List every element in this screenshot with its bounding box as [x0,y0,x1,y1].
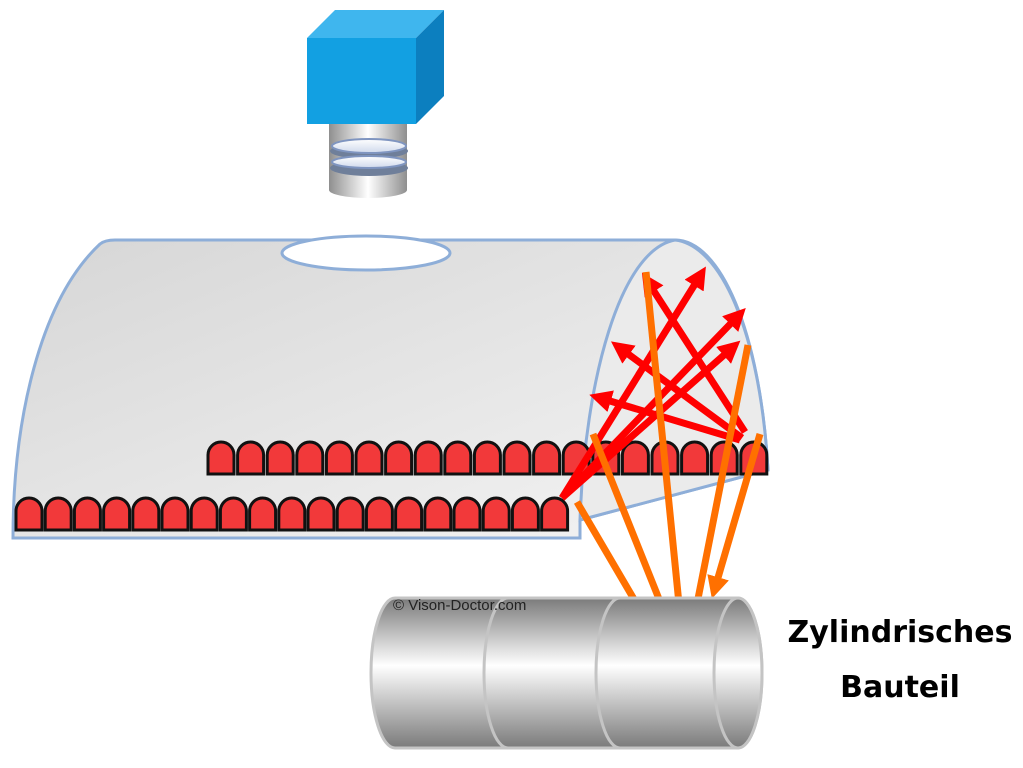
cylinder-segment-line [594,596,621,750]
led [14,496,44,532]
led [680,440,710,476]
led-rays [559,266,748,501]
led [620,440,650,476]
reflected-ray [686,344,752,625]
led [335,496,365,532]
led [413,440,443,476]
led [102,496,132,532]
led [510,496,540,532]
led [189,496,219,532]
part-label-line1: Zylindrisches [788,615,1013,650]
led [248,496,278,532]
led [265,440,295,476]
cylinder-body [369,596,764,750]
led [423,496,453,532]
led [532,440,562,476]
led [206,440,236,476]
led [472,440,502,476]
part-label-line2: Bauteil [840,670,960,705]
led-ray [641,272,748,434]
led [218,496,248,532]
led [160,496,190,532]
led-ray [610,341,745,441]
led [364,496,394,532]
copyright-text: © Vison-Doctor.com [393,597,526,614]
led [384,440,414,476]
reflected-ray [707,433,764,599]
reflected-ray [642,271,691,626]
lens-ring [331,138,407,154]
led [43,496,73,532]
lens-ring [331,155,407,169]
led-row-upper [206,440,769,476]
led [306,496,336,532]
cylindrical-part [369,596,764,750]
led [443,440,473,476]
led-row-lower [14,496,570,532]
led [540,496,570,532]
led [354,440,384,476]
led [324,440,354,476]
camera-side-face [416,10,444,124]
led [394,496,424,532]
camera [307,10,444,124]
camera-front-face [307,38,416,124]
led-ray [589,390,742,444]
reflected-rays [573,271,764,628]
led [131,496,161,532]
dome-opening [280,234,452,272]
cylinder-segment-line [482,596,509,750]
camera-top-face [307,10,444,38]
led [481,496,511,532]
led [502,440,532,476]
led [277,496,307,532]
led [236,440,266,476]
reflected-ray [589,432,672,625]
cylinder-end-face [712,596,764,750]
led [295,440,325,476]
led [452,496,482,532]
led [72,496,102,532]
led-ray [559,266,706,500]
lens [329,124,408,198]
